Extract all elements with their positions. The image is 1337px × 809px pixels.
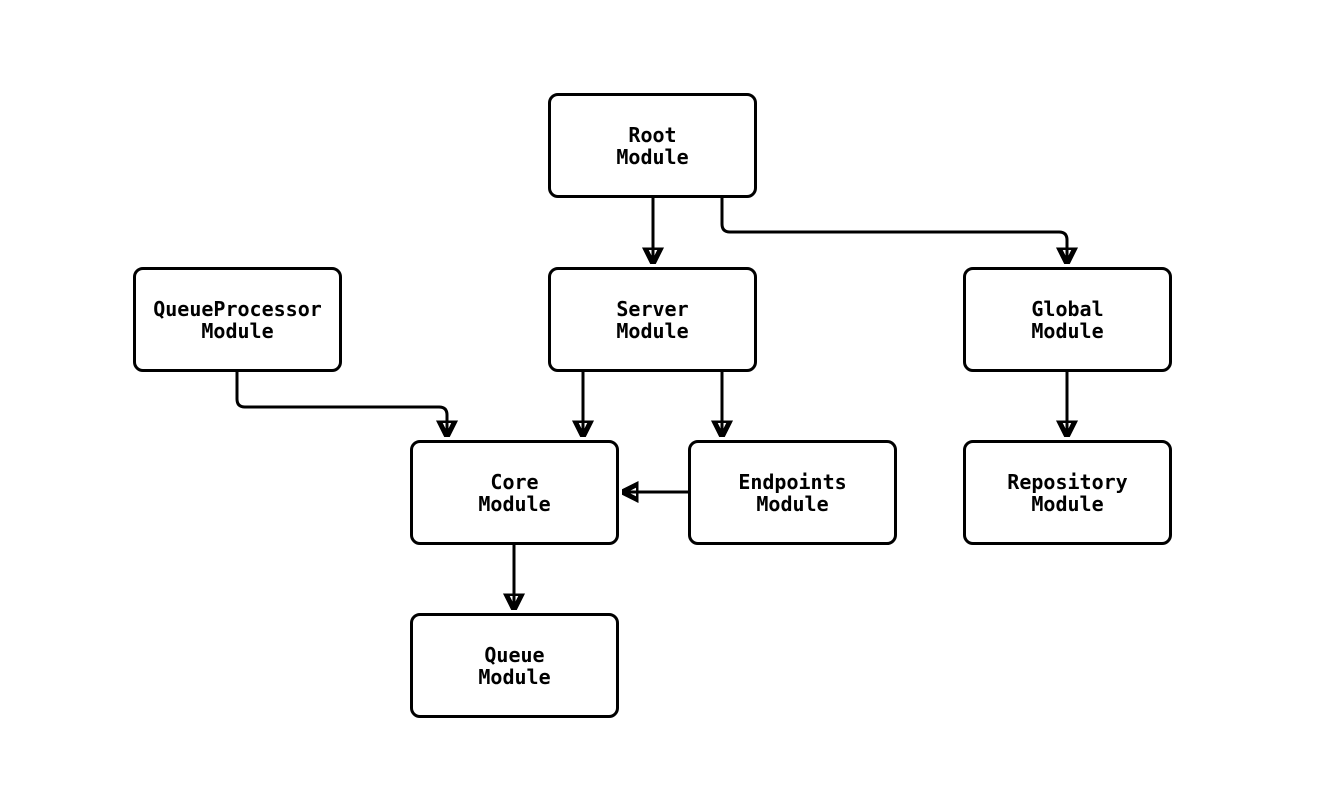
node-endpoints-module: Endpoints Module	[688, 440, 897, 545]
edge-root-to-global	[720, 198, 1067, 264]
node-repository-module: Repository Module	[963, 440, 1172, 545]
node-server-module: Server Module	[548, 267, 757, 372]
node-label-line: Repository	[1007, 469, 1128, 494]
node-label-line: Module	[756, 491, 829, 516]
node-label-line: Module	[616, 144, 689, 169]
node-label-line: Module	[201, 318, 274, 343]
node-root-module: Root Module	[548, 93, 757, 198]
node-label-line: Module	[478, 491, 551, 516]
node-queue-module: Queue Module	[410, 613, 619, 718]
node-core-module: Core Module	[410, 440, 619, 545]
node-label-line: Module	[478, 664, 551, 689]
edge-queueprocessor-to-core	[235, 372, 447, 437]
node-label-line: Module	[1031, 491, 1104, 516]
node-label-line: Root	[628, 122, 677, 147]
node-queueprocessor-module: QueueProcessor Module	[133, 267, 342, 372]
node-global-module: Global Module	[963, 267, 1172, 372]
node-label-line: Server	[616, 296, 689, 321]
node-label-line: Queue	[484, 642, 545, 667]
node-label-line: Core	[490, 469, 539, 494]
node-label-line: Module	[616, 318, 689, 343]
node-label-line: Global	[1031, 296, 1104, 321]
node-label-line: Module	[1031, 318, 1104, 343]
node-label-line: QueueProcessor	[153, 296, 322, 321]
node-label-line: Endpoints	[738, 469, 847, 494]
